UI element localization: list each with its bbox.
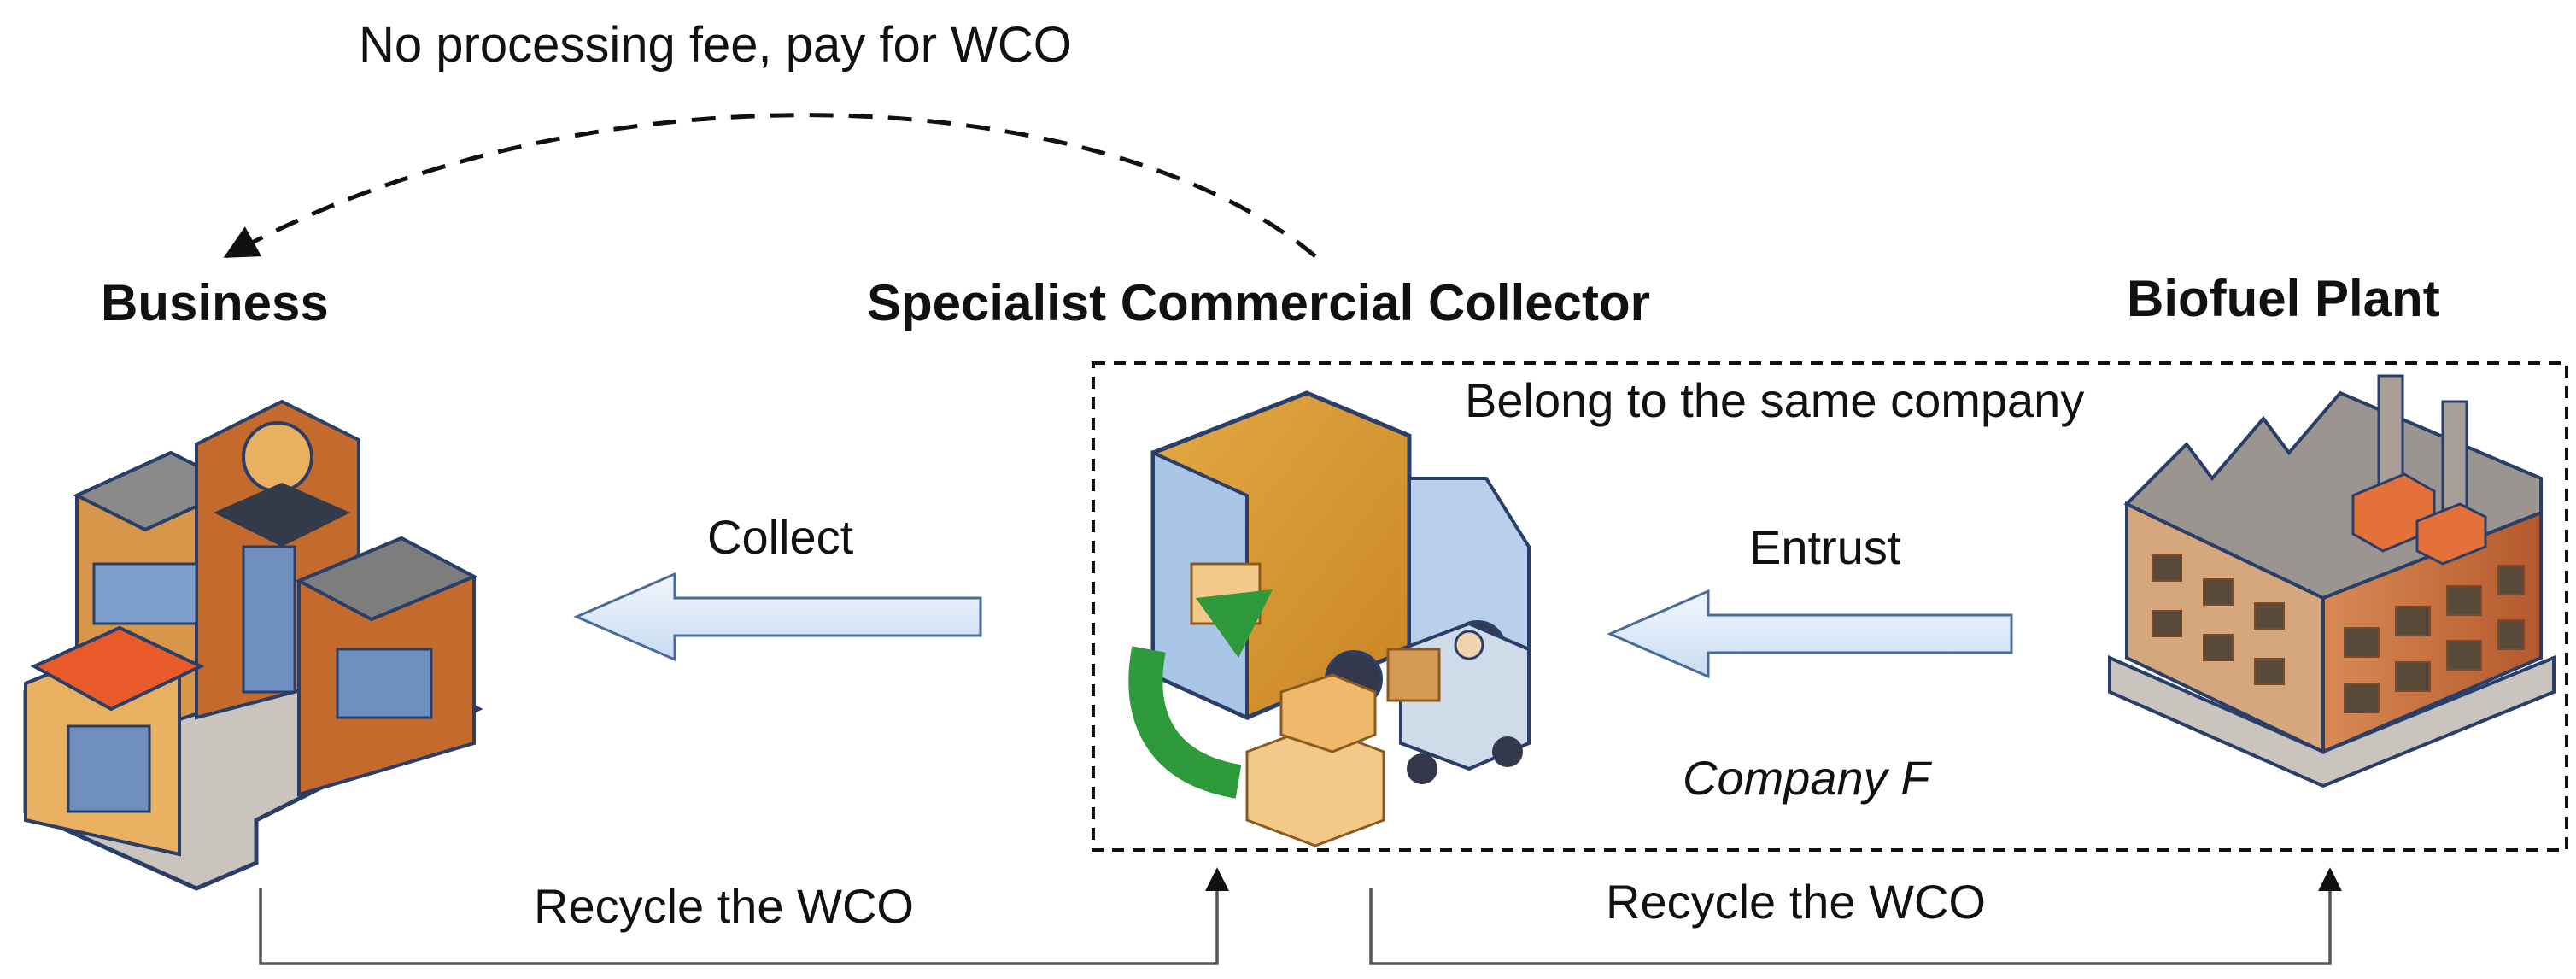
top-note-label: No processing fee, pay for WCO: [359, 17, 1072, 73]
same-company-box: [1092, 361, 2568, 852]
entrust-label: Entrust: [1749, 520, 1901, 574]
factory-icon: [2108, 374, 2556, 788]
entrust-arrow: [1607, 589, 2013, 679]
company-label: Company F: [1683, 751, 1932, 805]
delivery-truck-icon: [1128, 390, 1531, 847]
collect-arrow: [573, 572, 982, 662]
recycle-label-left: Recycle the WCO: [534, 879, 914, 933]
collector-heading: Specialist Commercial Collector: [867, 274, 1650, 331]
recycle-connector-left: [259, 867, 1229, 965]
shop-building-icon: [23, 399, 483, 891]
recycle-label-right: Recycle the WCO: [1606, 875, 1986, 929]
same-company-label: Belong to the same company: [1465, 373, 2084, 427]
plant-heading: Biofuel Plant: [2127, 270, 2440, 327]
business-heading: Business: [101, 274, 329, 331]
collect-label: Collect: [707, 510, 854, 564]
dashed-curve-arrow: [223, 113, 1317, 259]
recycle-connector-right: [1369, 867, 2342, 965]
